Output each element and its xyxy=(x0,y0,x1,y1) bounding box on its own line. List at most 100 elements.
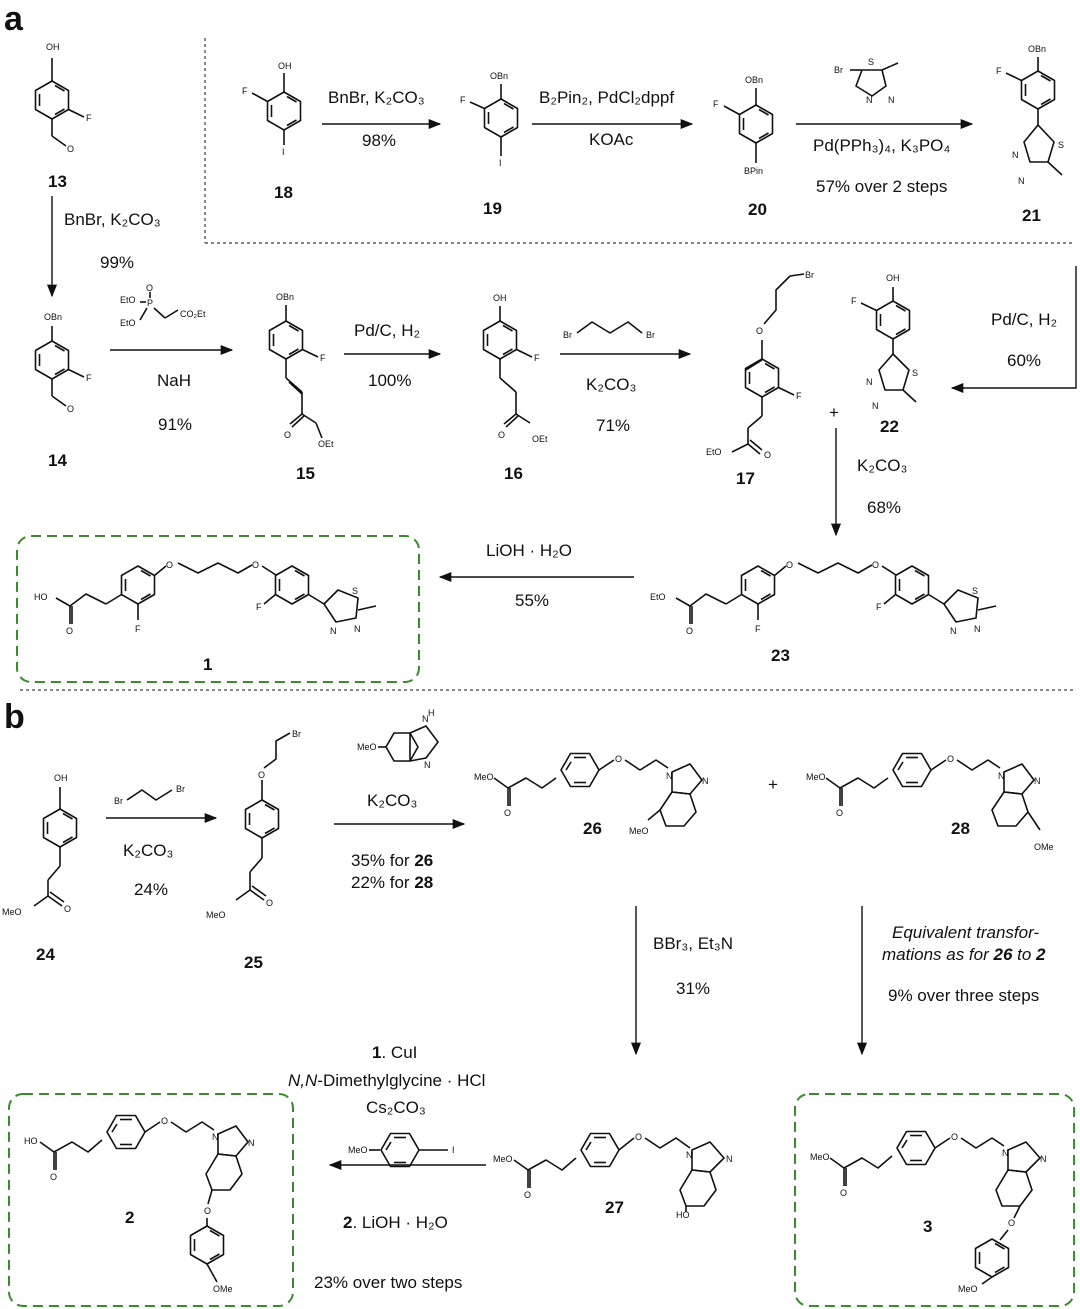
svg-text:Br: Br xyxy=(805,270,814,280)
reaction-yield: 35% for 26 xyxy=(351,851,433,870)
svg-text:N: N xyxy=(354,624,361,634)
molecule-25: Br O O MeO xyxy=(206,729,301,920)
compound-label: 20 xyxy=(748,200,767,219)
svg-text:O: O xyxy=(66,626,73,636)
svg-text:OEt: OEt xyxy=(532,434,548,444)
svg-text:F: F xyxy=(320,353,326,363)
svg-text:S: S xyxy=(868,57,874,67)
svg-text:F: F xyxy=(534,353,540,363)
molecule-22: OH F N N S xyxy=(851,273,918,411)
svg-text:S: S xyxy=(1058,140,1064,150)
panel-label-a: a xyxy=(4,0,24,38)
reaction-yield: 22% for 28 xyxy=(351,873,433,892)
svg-text:EtO: EtO xyxy=(706,447,722,457)
svg-text:I: I xyxy=(499,158,502,168)
reaction-yield: 55% xyxy=(515,591,549,610)
reaction-yield: 57% over 2 steps xyxy=(816,177,947,196)
svg-text:O: O xyxy=(266,898,273,908)
svg-text:F: F xyxy=(135,624,141,634)
svg-text:O: O xyxy=(50,1172,57,1182)
svg-text:N: N xyxy=(866,95,873,105)
svg-text:EtO: EtO xyxy=(120,318,136,328)
bromothiadiazole-reagent: Br S N N xyxy=(834,57,899,105)
svg-text:O: O xyxy=(67,404,74,414)
svg-text:OH: OH xyxy=(278,61,292,71)
svg-text:MeO: MeO xyxy=(206,910,226,920)
panel-label-b: b xyxy=(4,698,25,736)
svg-text:F: F xyxy=(796,391,802,401)
reaction-condition: NaH xyxy=(157,371,191,390)
compound-label: 18 xyxy=(274,183,293,202)
svg-text:F: F xyxy=(996,66,1002,76)
reaction-yield: 100% xyxy=(368,371,411,390)
methoxybenzimidazole-reagent: MeO N H N xyxy=(357,708,439,770)
molecule-19: OBn F I xyxy=(460,71,519,168)
svg-text:S: S xyxy=(912,368,918,378)
molecule-13: OH F O xyxy=(34,42,92,154)
svg-text:F: F xyxy=(755,624,761,634)
svg-text:MeO: MeO xyxy=(958,1284,978,1294)
compound-label: 16 xyxy=(504,464,523,483)
svg-text:O: O xyxy=(635,1132,642,1142)
svg-text:Br: Br xyxy=(646,330,655,340)
iodoanisole-reagent: MeO I xyxy=(348,1132,455,1168)
svg-text:N: N xyxy=(1012,150,1019,160)
svg-text:CO₂Et: CO₂Et xyxy=(180,309,206,319)
reaction-condition: B₂Pin₂, PdCl₂dppf xyxy=(539,88,674,107)
dibromopropane-reagent: Br Br xyxy=(563,321,655,340)
reaction-condition: BBr₃, Et₃N xyxy=(653,934,733,953)
compound-label: 27 xyxy=(605,1198,624,1217)
compound-label: 14 xyxy=(48,451,67,470)
molecule-3: MeO O O N N O MeO xyxy=(810,1130,1047,1294)
svg-text:S: S xyxy=(972,586,978,596)
svg-text:O: O xyxy=(252,560,259,570)
svg-text:HO: HO xyxy=(24,1136,38,1146)
compound-label: 3 xyxy=(923,1217,932,1236)
svg-text:O: O xyxy=(524,1190,531,1200)
svg-text:OH: OH xyxy=(46,42,60,52)
dibromoethane-reagent: Br Br xyxy=(114,784,185,806)
reaction-yield: 98% xyxy=(362,131,396,150)
svg-text:F: F xyxy=(713,99,719,109)
svg-text:Br: Br xyxy=(114,796,123,806)
svg-text:EtO: EtO xyxy=(650,592,666,602)
svg-text:S: S xyxy=(352,586,358,596)
svg-text:O: O xyxy=(615,754,622,764)
svg-text:N: N xyxy=(330,626,337,636)
reaction-condition: Pd/C, H₂ xyxy=(354,321,420,340)
svg-text:O: O xyxy=(258,770,265,780)
reaction-condition: BnBr, K₂CO₃ xyxy=(328,88,425,107)
molecule-26: MeO O O N N MeO xyxy=(474,752,709,836)
svg-text:O: O xyxy=(67,144,74,154)
reaction-condition: K₂CO₃ xyxy=(123,841,173,860)
svg-text:MeO: MeO xyxy=(474,772,494,782)
compound-label: 13 xyxy=(48,172,67,191)
svg-text:F: F xyxy=(86,113,92,123)
svg-text:F: F xyxy=(851,296,857,306)
svg-text:N: N xyxy=(1034,776,1041,786)
svg-text:I: I xyxy=(452,1145,455,1155)
svg-text:N: N xyxy=(666,771,673,781)
svg-text:MeO: MeO xyxy=(493,1154,513,1164)
plus-sign: + xyxy=(829,403,839,422)
compound-label: 23 xyxy=(771,646,790,665)
compound-label: 24 xyxy=(36,945,55,964)
svg-text:N: N xyxy=(702,776,709,786)
reaction-condition: K₂CO₃ xyxy=(367,791,417,810)
svg-text:O: O xyxy=(756,326,763,336)
svg-text:F: F xyxy=(876,602,882,612)
reaction-condition: Pd/C, H₂ xyxy=(991,310,1057,329)
svg-text:O: O xyxy=(204,1206,211,1216)
svg-text:MeO: MeO xyxy=(348,1145,368,1155)
svg-text:N: N xyxy=(422,714,429,724)
reaction-yield: 31% xyxy=(676,979,710,998)
svg-text:Br: Br xyxy=(292,729,301,739)
svg-text:OMe: OMe xyxy=(1034,842,1054,852)
reaction-condition: K₂CO₃ xyxy=(586,375,636,394)
compound-label: 19 xyxy=(483,199,502,218)
molecule-23: O O O EtO F F S N N xyxy=(650,560,997,636)
molecule-28: MeO O O N N OMe xyxy=(806,752,1054,852)
svg-text:N: N xyxy=(872,401,879,411)
svg-text:F: F xyxy=(242,86,248,96)
svg-text:MeO: MeO xyxy=(2,907,22,917)
